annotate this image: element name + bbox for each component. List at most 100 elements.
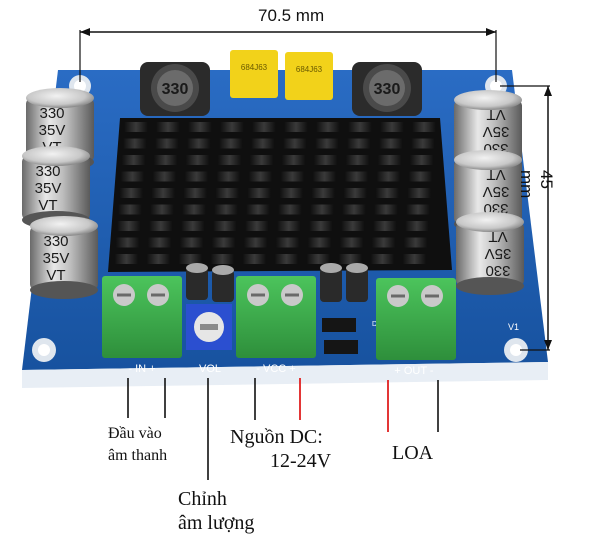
heatsink-fin [249, 155, 274, 165]
heatsink-fin [410, 138, 435, 149]
heatsink-fin [188, 122, 212, 132]
heatsink-fin [120, 171, 145, 182]
power-label-line2: 12-24V [270, 450, 332, 472]
height-label: 45 mm [517, 170, 556, 199]
heatsink-fin [404, 221, 429, 231]
heatsink-fin [215, 188, 240, 198]
heatsink-fin [313, 155, 338, 165]
heatsink-fin [308, 221, 333, 231]
silkscreen-vol: VOL [199, 363, 221, 375]
heatsink-fin [376, 171, 401, 182]
width-dimension [79, 28, 497, 82]
heatsink-fin [314, 138, 339, 149]
heatsink-fin [210, 254, 235, 264]
heatsink-fin [185, 155, 210, 165]
heatsink-fin [340, 221, 365, 231]
heatsink-fin [278, 204, 302, 215]
volume-potentiometer[interactable] [186, 304, 232, 350]
heatsink-fin [178, 254, 203, 264]
heatsink-fin [186, 138, 211, 149]
small-capacitor [186, 263, 208, 300]
heatsink-fin [115, 237, 140, 248]
capacitor-marking: 35V [35, 180, 62, 197]
heatsink-fin [180, 221, 205, 231]
heatsink-fin [407, 188, 432, 198]
heatsink-fin [252, 122, 276, 132]
input-label-line2: âm thanh [108, 447, 168, 464]
heatsink-fin [275, 237, 300, 248]
heatsink-fin [370, 254, 395, 264]
silkscreen-v1: V1 [508, 322, 519, 332]
heatsink-fin [372, 221, 397, 231]
heatsink-fin [402, 254, 427, 264]
heatsink-fin [217, 155, 242, 165]
heatsink-fin [280, 171, 305, 182]
capacitor-marking: 35V [39, 122, 66, 139]
heatsink-fin [156, 122, 180, 132]
heatsink-fin [183, 188, 208, 198]
heatsink-fin [412, 122, 436, 132]
heatsink-fin [371, 237, 396, 248]
heatsink-fin [307, 237, 332, 248]
heatsink-fin [306, 254, 331, 264]
heatsink [108, 118, 452, 272]
heatsink-fin [374, 204, 398, 215]
heatsink-fin [153, 155, 178, 165]
power-terminal[interactable] [236, 276, 316, 358]
heatsink-fin [119, 188, 144, 198]
heatsink-fin [243, 237, 268, 248]
heatsink-fin [339, 237, 364, 248]
inductor-right: 330 [352, 62, 422, 116]
diode [322, 318, 358, 354]
small-capacitor [320, 263, 342, 302]
mounting-hole [504, 338, 528, 362]
heatsink-fin [281, 155, 306, 165]
heatsink-fin [154, 138, 179, 149]
heatsink-fin [408, 171, 433, 182]
mounting-hole [32, 338, 56, 362]
heatsink-fin [343, 188, 368, 198]
heatsink-fin [114, 254, 139, 264]
heatsink-fin [345, 155, 370, 165]
heatsink-fin [124, 122, 148, 132]
heatsink-fin [344, 171, 369, 182]
volume-label-line1: Chỉnh [178, 488, 227, 510]
capacitor-marking: VT [38, 197, 57, 214]
heatsink-fin [179, 237, 204, 248]
heatsink-fin [316, 122, 340, 132]
heatsink-fin [246, 204, 270, 215]
heatsink-fin [274, 254, 299, 264]
small-capacitor [346, 263, 368, 302]
input-terminal[interactable] [102, 276, 182, 358]
heatsink-fin [148, 221, 173, 231]
silkscreen-in: - IN + [128, 363, 155, 375]
silkscreen-vcc: - VCC + [256, 363, 295, 375]
speaker-terminal[interactable] [376, 278, 456, 360]
capacitor-marking: VT [486, 106, 505, 123]
film-cap-label: 684J63 [296, 65, 323, 74]
heatsink-fin [182, 204, 206, 215]
heatsink-fin [152, 171, 177, 182]
capacitor-marking: 35V [483, 123, 510, 140]
inductor-label: 330 [162, 81, 189, 98]
heatsink-fin [150, 204, 174, 215]
heatsink-fin [218, 138, 243, 149]
input-label-line1: Đầu vào [108, 425, 162, 442]
volume-label-line2: âm lượng [178, 512, 255, 534]
heatsink-fin [247, 188, 272, 198]
heatsink-fin [184, 171, 209, 182]
capacitor-marking: 330 [485, 262, 510, 279]
capacitor-marking: VT [46, 267, 65, 284]
heatsink-fin [406, 204, 430, 215]
capacitor-marking: 330 [43, 233, 68, 250]
heatsink-fin [279, 188, 304, 198]
heatsink-fin [216, 171, 241, 182]
heatsink-fin [244, 221, 269, 231]
heatsink-fin [248, 171, 273, 182]
film-capacitor-right: 684J63 [285, 52, 333, 100]
heatsink-fin [377, 155, 402, 165]
heatsink-fin [151, 188, 176, 198]
heatsink-fin [312, 171, 337, 182]
